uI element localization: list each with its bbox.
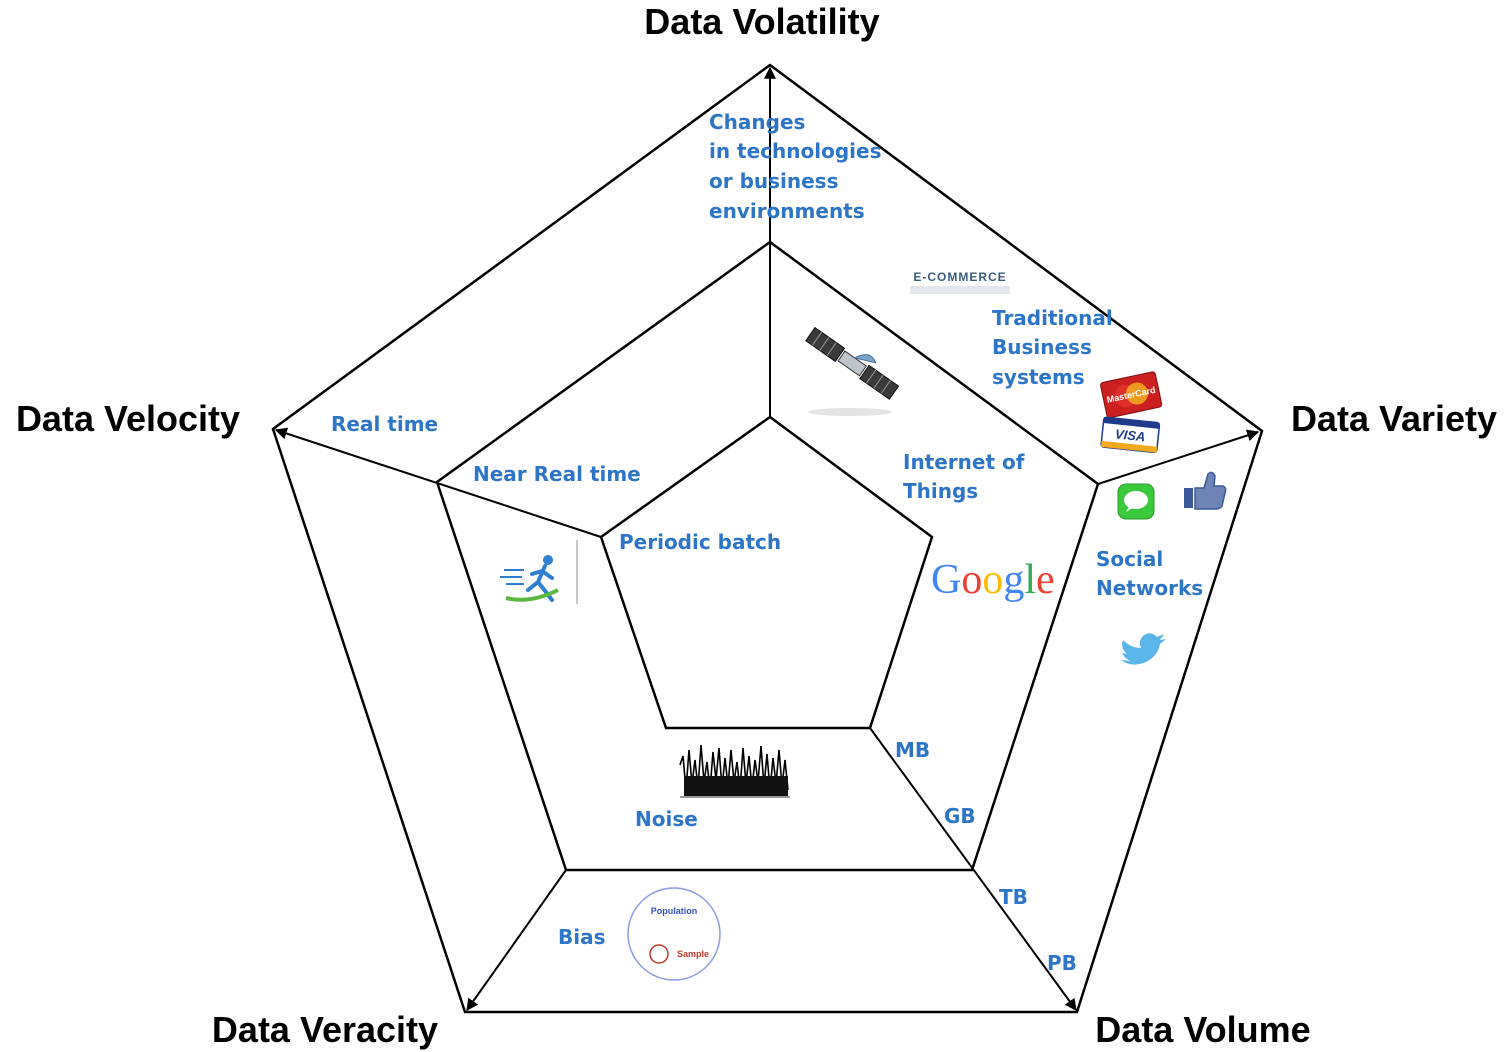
- outer-pentagon: [271, 63, 1264, 1014]
- label-volume-mb: MB: [895, 738, 930, 762]
- label-volume-pb: PB: [1047, 951, 1077, 975]
- axis-title-velocity: Data Velocity: [16, 398, 240, 439]
- label-volume-gb: GB: [944, 804, 976, 828]
- variety-axis-arrow: [1097, 429, 1260, 485]
- label-volatility-business: or business: [709, 169, 839, 193]
- google-letter-g: G: [931, 557, 961, 603]
- google-logo: Google: [931, 557, 1055, 603]
- volume-axis-arrow: [869, 727, 1077, 1011]
- label-volatility-environments: environments: [709, 199, 865, 223]
- message-bubble-icon: [1117, 483, 1155, 520]
- google-letter-g2: g: [1003, 557, 1024, 603]
- population-sample-icon: Population Sample: [627, 887, 721, 981]
- middle-pentagon: [435, 240, 1100, 872]
- label-volatility-changes: Changes: [709, 110, 805, 134]
- population-label: Population: [651, 906, 698, 916]
- google-letter-o1: o: [961, 557, 982, 603]
- google-letter-e: e: [1036, 557, 1055, 603]
- sample-label: Sample: [677, 949, 709, 959]
- satellite-icon: [805, 326, 900, 400]
- ecommerce-logo: E-COMMERCE: [910, 270, 1010, 294]
- axis-title-volatility: Data Volatility: [644, 1, 879, 42]
- inner-pentagon: [599, 415, 934, 730]
- thumbs-up-icon: [1184, 471, 1227, 510]
- runner-icon: [500, 540, 578, 604]
- label-variety-networks: Networks: [1096, 576, 1203, 600]
- axis-title-variety: Data Variety: [1291, 398, 1497, 439]
- label-velocity-near-real-time: Near Real time: [473, 462, 641, 486]
- google-letter-l: l: [1024, 557, 1036, 603]
- visa-text: VISA: [1114, 426, 1146, 444]
- label-volatility-technologies: in technologies: [709, 139, 882, 163]
- label-velocity-real-time: Real time: [331, 412, 438, 436]
- twitter-bird-icon: [1121, 633, 1166, 665]
- label-variety-systems: systems: [992, 365, 1085, 389]
- satellite-shadow: [808, 408, 892, 416]
- axis-title-volume: Data Volume: [1095, 1009, 1310, 1050]
- credit-cards-icon: MasterCard VISA: [1100, 371, 1163, 454]
- axis-title-veracity: Data Veracity: [212, 1009, 438, 1050]
- label-variety-business: Business: [992, 335, 1092, 359]
- svg-text:Google: Google: [931, 557, 1055, 603]
- label-variety-social: Social: [1096, 547, 1163, 571]
- veracity-axis-arrow: [466, 869, 567, 1011]
- label-veracity-bias: Bias: [558, 925, 606, 949]
- label-variety-internet-of: Internet of: [903, 450, 1025, 474]
- label-volume-tb: TB: [999, 885, 1028, 909]
- google-letter-o2: o: [982, 557, 1003, 603]
- noise-signal-icon: [679, 744, 790, 798]
- label-velocity-periodic-batch: Periodic batch: [619, 530, 781, 554]
- ecommerce-logo-text: E-COMMERCE: [913, 270, 1006, 284]
- label-variety-things: Things: [903, 479, 978, 503]
- label-veracity-noise: Noise: [635, 807, 698, 831]
- velocity-axis-arrow: [274, 427, 602, 538]
- label-variety-traditional: Traditional: [992, 306, 1113, 330]
